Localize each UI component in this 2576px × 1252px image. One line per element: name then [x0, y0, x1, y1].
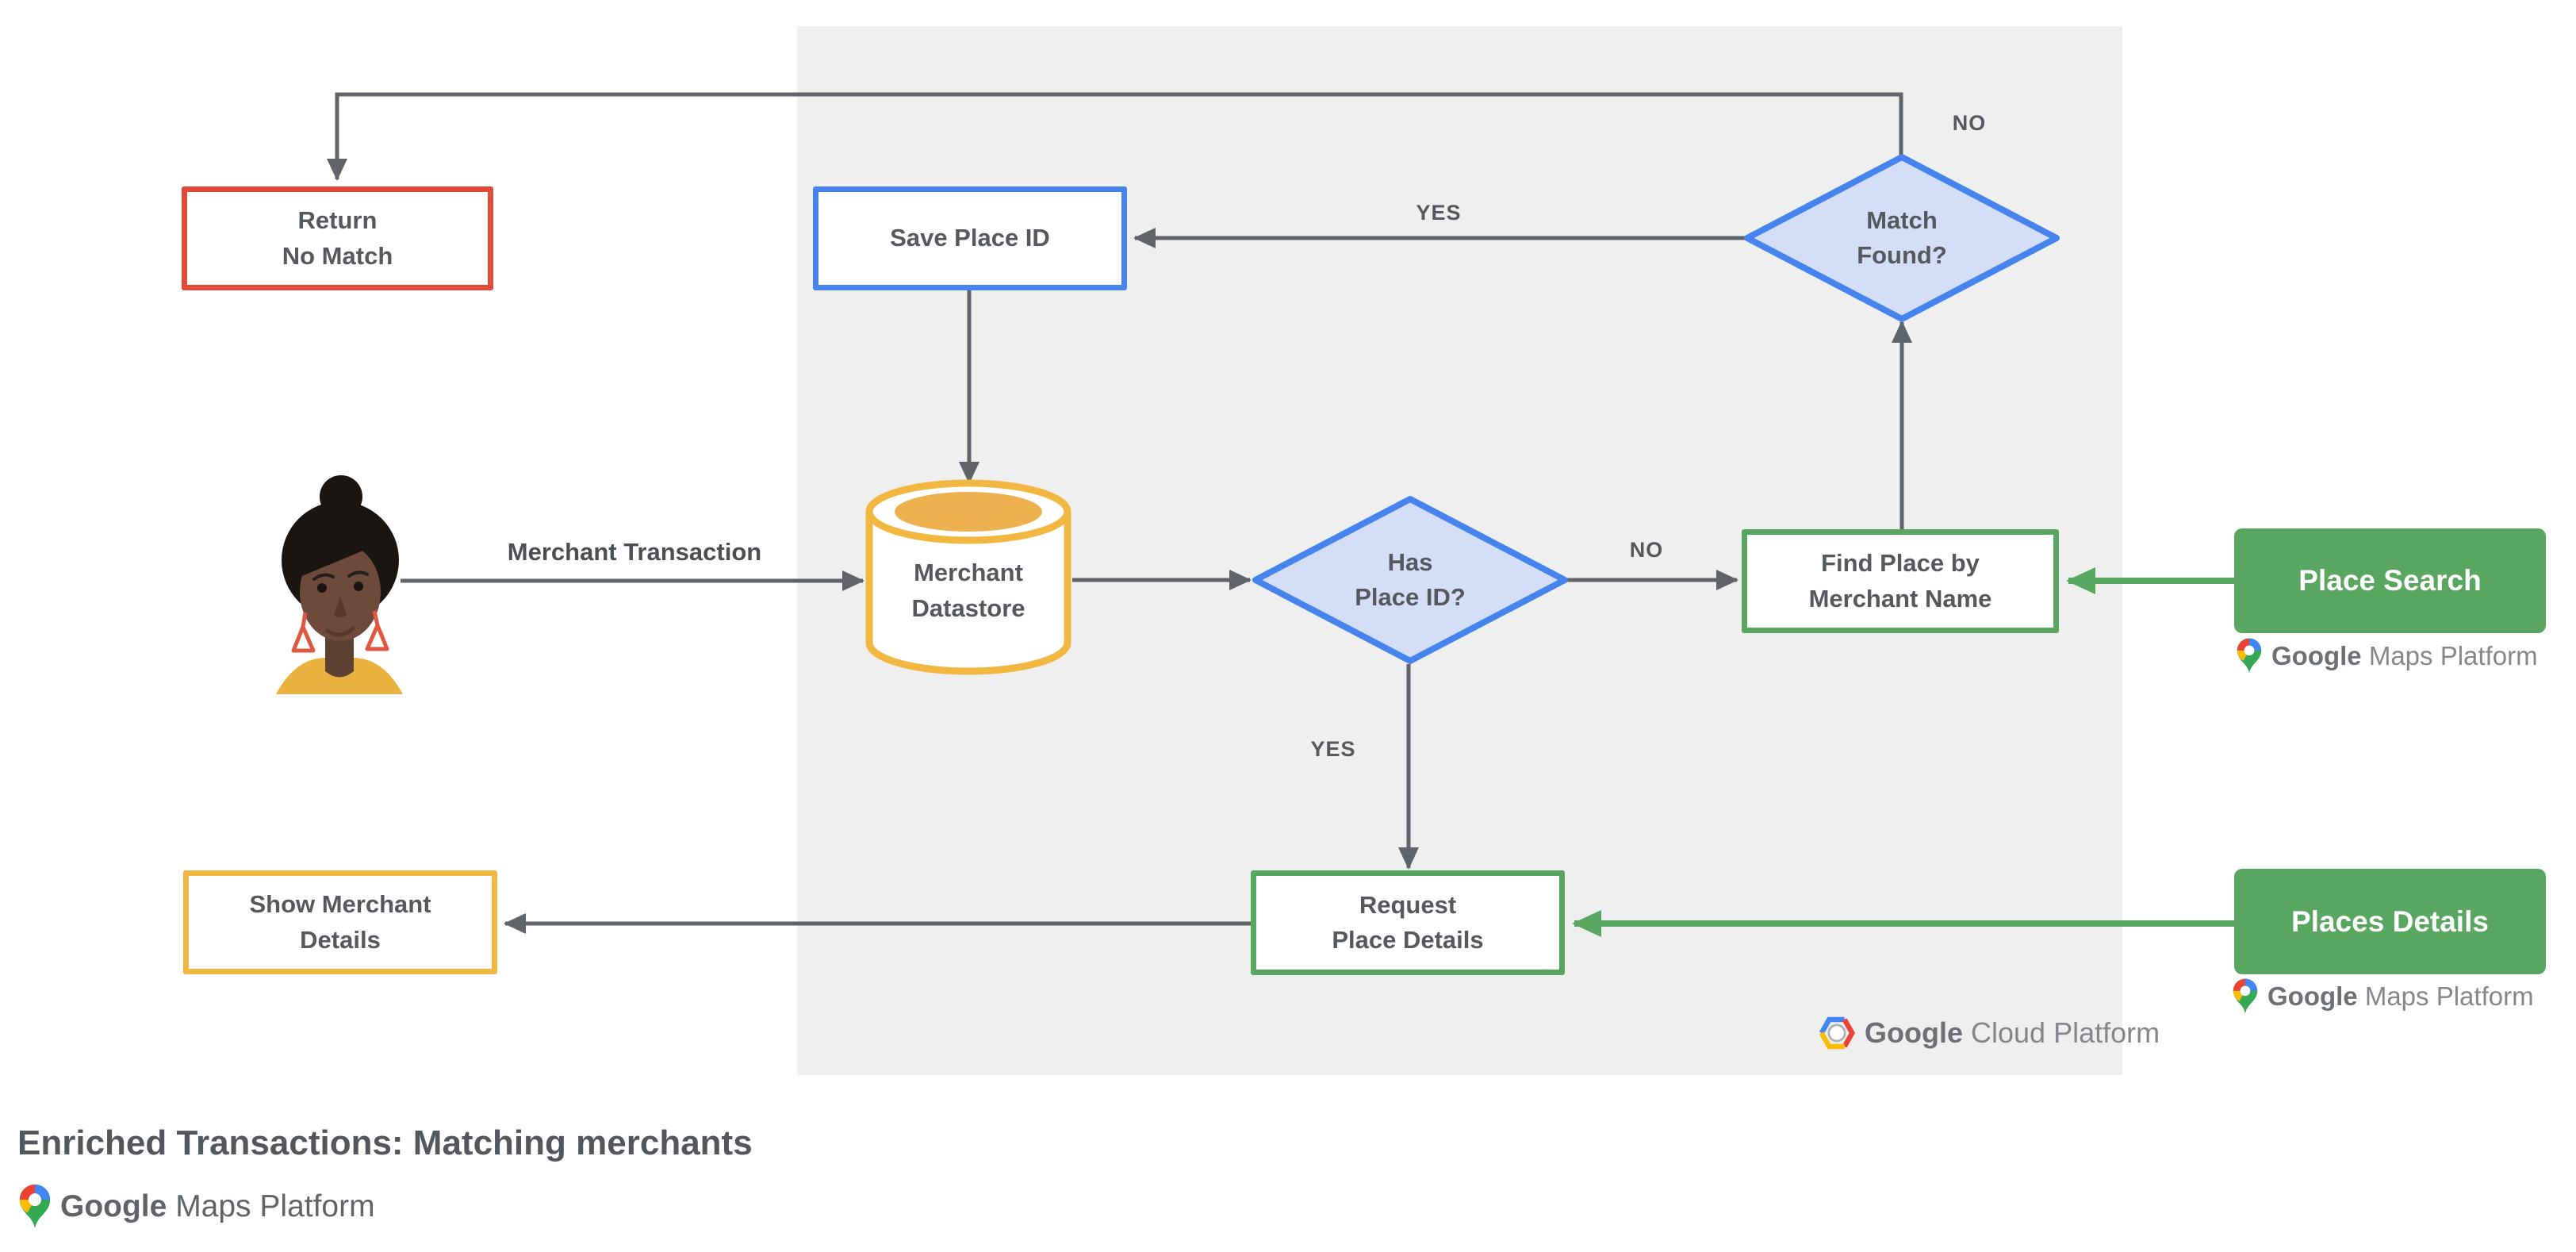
edge-label-yes-top: YES: [1416, 201, 1462, 225]
node-label-line: Merchant Name: [1808, 584, 1992, 613]
api-badge-label: Place Search: [2298, 564, 2482, 597]
user-avatar-icon: [276, 475, 403, 694]
node-label-line: Request: [1359, 890, 1457, 919]
node-label-line: Place Details: [1332, 926, 1484, 954]
maps-pin-icon: [2237, 638, 2262, 674]
logo-text-maps-platform: Maps Platform: [175, 1189, 375, 1223]
node-label-line: Return: [297, 206, 378, 235]
api-badge-place-search: Place Search: [2234, 528, 2546, 633]
diamond-has-place-id: [1252, 496, 1568, 664]
node-label-line: Find Place by: [1821, 549, 1980, 578]
google-maps-platform-logo: Google Maps Platform: [2233, 978, 2534, 1014]
edge-label-no-right: NO: [1629, 538, 1664, 562]
node-label-line: Details: [300, 925, 381, 954]
node-label-line: Match: [1866, 205, 1938, 234]
diagram-title: Enriched Transactions: Matching merchant…: [17, 1123, 753, 1162]
node-label-line: Save Place ID: [890, 224, 1050, 252]
logo-text-maps-platform: Maps Platform: [2364, 981, 2534, 1011]
node-merchant-datastore-label: Merchant Datastore: [863, 555, 1074, 627]
edge-no-to-return: [327, 92, 1903, 181]
diamond-match-found: [1744, 154, 2060, 322]
node-return-no-match: Return No Match: [182, 186, 493, 290]
node-label-line: Datastore: [911, 593, 1025, 622]
maps-pin-icon: [2233, 978, 2258, 1014]
google-maps-platform-logo: Google Maps Platform: [2237, 638, 2538, 674]
maps-pin-icon: [19, 1184, 51, 1229]
gcp-hexagon-icon: [1819, 1016, 1855, 1050]
database-cylinder-icon: [865, 479, 1071, 675]
api-badge-places-details: Places Details: [2234, 869, 2546, 974]
node-label-line: Place ID?: [1355, 583, 1466, 611]
logo-text-google: Google: [60, 1189, 167, 1223]
logo-text-google: Google: [1865, 1016, 1963, 1049]
logo-text-google: Google: [2271, 640, 2362, 670]
google-cloud-platform-logo: Google Cloud Platform: [1819, 1016, 2160, 1050]
edge-label-merchant-transaction: Merchant Transaction: [507, 538, 762, 566]
diamond-has-place-id-label: Has Place ID?: [1252, 495, 1569, 665]
node-label-line: Has: [1387, 547, 1433, 576]
node-label-line: Merchant: [914, 559, 1023, 586]
api-badge-label: Places Details: [2291, 904, 2489, 938]
diamond-match-found-label: Match Found?: [1743, 153, 2060, 323]
logo-text-google: Google: [2267, 981, 2358, 1011]
node-request-place-details: Request Place Details: [1251, 870, 1565, 975]
edge-label-no-top: NO: [1952, 111, 1987, 135]
node-label-line: Show Merchant: [249, 890, 431, 919]
edge-label-yes-down: YES: [1310, 737, 1356, 761]
logo-text-cloud-platform: Cloud Platform: [1971, 1016, 2160, 1049]
logo-text-maps-platform: Maps Platform: [2368, 640, 2538, 670]
node-find-place-by-merchant-name: Find Place by Merchant Name: [1742, 529, 2059, 633]
google-maps-platform-logo-footer: Google Maps Platform: [19, 1184, 375, 1229]
node-show-merchant-details: Show Merchant Details: [183, 870, 497, 974]
node-save-place-id: Save Place ID: [813, 186, 1127, 290]
node-label-line: Found?: [1857, 241, 1947, 269]
node-label-line: No Match: [282, 241, 393, 270]
